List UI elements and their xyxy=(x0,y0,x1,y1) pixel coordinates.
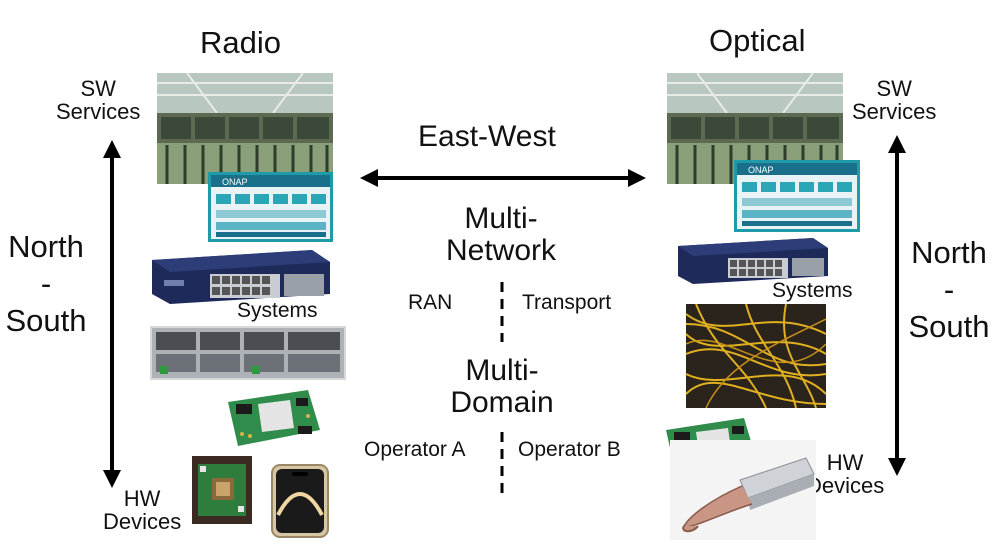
right-sw-services-label: SW Services xyxy=(852,76,937,125)
right-hw-devices-label: HW Devices xyxy=(806,450,885,499)
left-north-south-label: North - South xyxy=(5,229,87,339)
right-north-south-label: North - South xyxy=(908,235,990,345)
dev-board-image-left xyxy=(228,390,320,446)
left-sw-services-label: SW Services xyxy=(56,76,141,125)
operator-a-label: Operator A xyxy=(364,438,466,461)
right-systems-label: Systems xyxy=(772,279,853,302)
east-west-label: East-West xyxy=(418,120,556,153)
server-chassis-image-left xyxy=(150,326,346,380)
radio-title: Radio xyxy=(200,25,281,60)
transport-label: Transport xyxy=(522,291,612,314)
chip-board-image-left xyxy=(192,456,252,524)
left-hw-devices-label: HW Devices xyxy=(103,486,182,535)
smartphone-image xyxy=(271,464,329,538)
onap-image-left: ONAP xyxy=(208,172,333,242)
left-systems-label: Systems xyxy=(237,299,318,322)
onap-image-right: ONAP xyxy=(734,160,860,232)
datacenter-image-left xyxy=(157,73,333,184)
optical-title: Optical xyxy=(709,23,806,58)
optical-transceiver-image xyxy=(670,440,816,540)
svg-text:ONAP: ONAP xyxy=(748,165,774,175)
multi-domain-label: Multi- Domain xyxy=(450,354,554,419)
router-image-left xyxy=(152,250,330,304)
ran-label: RAN xyxy=(408,291,453,314)
router-image-right xyxy=(678,238,828,284)
operator-b-label: Operator B xyxy=(518,438,621,461)
fiber-patch-panel-image xyxy=(686,304,826,408)
multi-network-label: Multi- Network xyxy=(445,202,557,267)
svg-text:ONAP: ONAP xyxy=(222,177,248,187)
